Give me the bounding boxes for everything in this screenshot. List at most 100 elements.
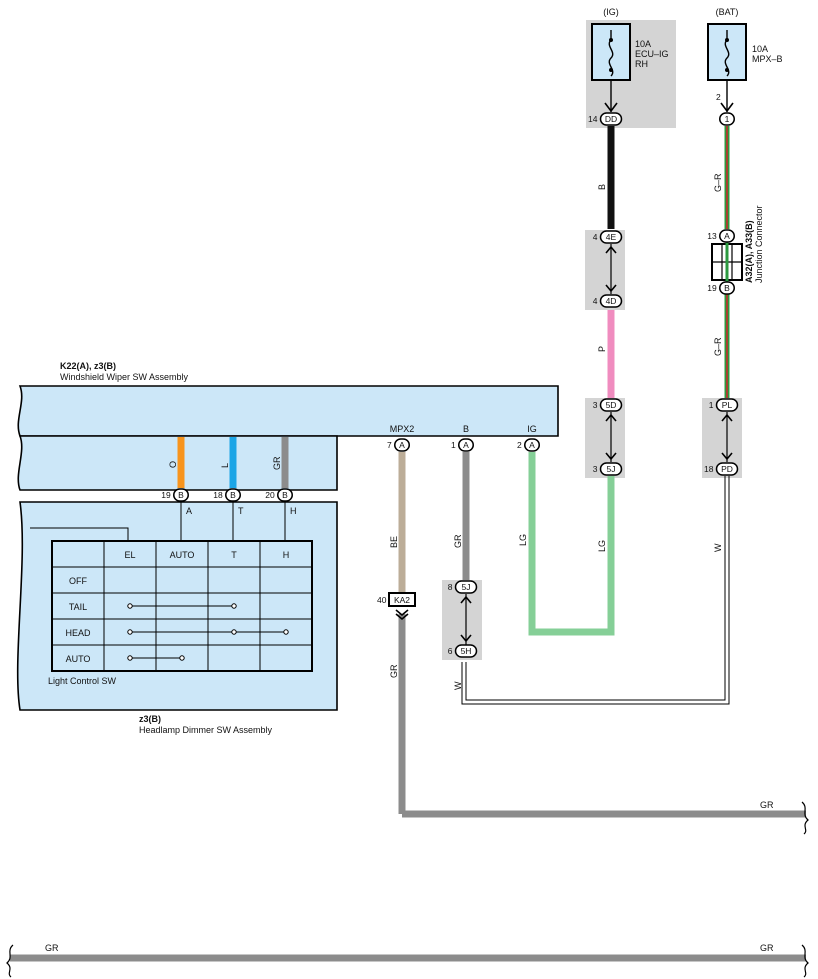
fuse-ig-name1: ECU–IG [635,49,669,59]
assembly-name: Windshield Wiper SW Assembly [60,372,189,382]
connector-bat-1: 1 [719,112,735,126]
connector-mpx2: A7 [387,438,410,452]
connector-mpx2-pin: 7 [387,440,392,450]
connector-pd-pin: 18 [704,464,714,474]
continuity-auto [127,655,185,661]
connector-8-5j-id: 5J [462,582,471,592]
connector-5j-pin: 3 [593,464,598,474]
svg-text:P: P [597,346,607,352]
connector-pl-pin: 1 [709,400,714,410]
connector-13a: A 13 [707,229,735,243]
row-auto: AUTO [66,654,91,664]
connector-13a-id: A [724,231,730,241]
connector-sw19-id: B [178,490,184,500]
connector-dd: DD 14 [588,112,623,126]
fuse-ig-source: (IG) [603,7,619,17]
col-el: EL [124,550,135,560]
connector-4e-id: 4E [606,232,617,242]
connector-6-5h: 5H 6 [448,634,478,658]
connector-6-5h-id: 5H [461,646,472,656]
svg-text:L: L [220,463,230,468]
junction-code: A32(A), A33(B) [744,220,754,283]
connector-sw18-pin: 18 [213,490,223,500]
wiper-sw-panel [17,385,559,437]
connector-pd-id: PD [721,464,733,474]
connector-8-5j-pin: 8 [448,582,453,592]
connector-pl-id: PL [722,400,733,410]
svg-text:G–R: G–R [713,173,723,192]
row-head: HEAD [65,628,91,638]
term-b: B [463,424,469,434]
svg-text:W: W [453,681,463,690]
svg-text:T: T [238,506,244,516]
term-ig: IG [527,424,537,434]
connector-sw20-id: B [282,490,288,500]
svg-text:GR: GR [389,664,399,678]
connector-ig-pin: 2 [517,440,522,450]
continuity-head [127,629,289,635]
svg-text:H: H [290,506,297,516]
connector-b-pin: 1 [451,440,456,450]
connector-pd: PD 18 [704,452,739,476]
wire-w-loop [465,476,726,701]
connector-ig: A2 [517,438,540,452]
svg-text:O: O [168,461,178,468]
connector-sw19: B 19 [161,488,189,502]
light-switch-label: Light Control SW [48,676,117,686]
connector-sw20-pin: 20 [265,490,275,500]
connector-4d: 4D4 [593,284,623,308]
continuity-tail [127,603,237,609]
svg-text:GR: GR [272,456,282,470]
svg-text:GR: GR [760,800,774,810]
connector-sw18: B 18 [213,488,241,502]
connector-mpx2-id: A [399,440,405,450]
term-mpx2: MPX2 [390,424,415,434]
svg-text:GR: GR [453,534,463,548]
connector-sw18-id: B [230,490,236,500]
connector-19b-id: B [724,283,730,293]
assembly-code: K22(A), z3(B) [60,361,116,371]
connector-ig-id: A [529,440,535,450]
row-off: OFF [69,576,87,586]
connector-dd-id: DD [605,114,617,124]
dimmer-name: Headlamp Dimmer SW Assembly [139,725,273,735]
connector-5d-id: 5D [606,400,617,410]
connector-b: A1 [451,438,474,452]
svg-text:KA2: KA2 [394,595,410,605]
connector-bat-1-id: 1 [725,114,730,124]
fuse-bat-source: (BAT) [716,7,739,17]
row-tail: TAIL [69,602,87,612]
connector-5d: 5D3 [593,398,623,422]
connector-ka2 [388,592,416,607]
fuse-ig-amps: 10A [635,39,651,49]
dimmer-code: z3(B) [139,714,161,724]
connector-13a-pin: 13 [707,231,717,241]
svg-text:GR: GR [45,943,59,953]
connector-19b: B 19 [707,281,735,295]
fuse-bat-name1: MPX–B [752,54,783,64]
fuse-ig-name2: RH [635,59,648,69]
fuse-bat-amps: 10A [752,44,768,54]
svg-text:40: 40 [377,595,387,605]
wire-lg-loop [528,452,615,636]
svg-text:G–R: G–R [713,337,723,356]
connector-6-5h-pin: 6 [448,646,453,656]
connector-pl: PL 1 [709,398,739,422]
connector-4d-pin: 4 [593,296,598,306]
connector-sw19-pin: 19 [161,490,171,500]
break-icon [6,944,14,978]
col-auto: AUTO [170,550,195,560]
col-t: T [231,550,237,560]
junction-name: Junction Connector [754,205,764,283]
svg-text:B: B [597,184,607,190]
svg-text:A: A [186,506,192,516]
connector-19b-pin: 19 [707,283,717,293]
connector-8-5j: 5J 8 [448,580,478,604]
break-icon [801,944,809,978]
connector-5j-id: 5J [607,464,616,474]
connector-sw20: B 20 [265,488,293,502]
svg-text:LG: LG [597,540,607,552]
connector-dd-pin: 14 [588,114,598,124]
